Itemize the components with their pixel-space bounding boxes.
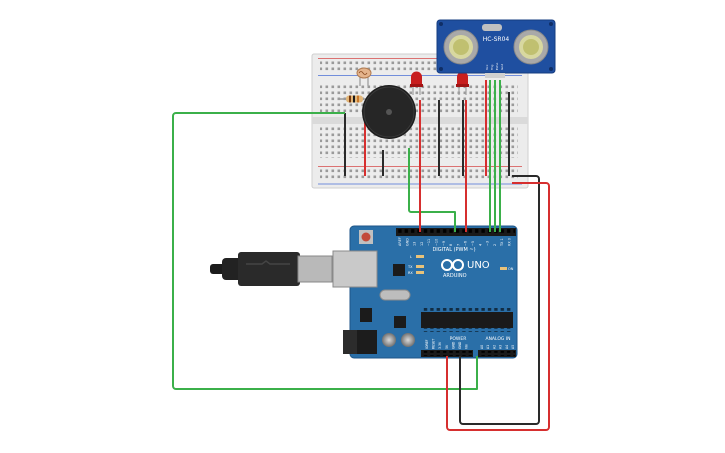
digital-pin-label: GND [405, 238, 409, 246]
on-led-label: ON [508, 267, 514, 271]
arduino-logo: ARDUINO UNO [441, 259, 490, 279]
sensor-pin-label: Vcc [485, 64, 489, 70]
analog-pin-label: A5 [511, 345, 515, 349]
red-led-2 [456, 71, 469, 95]
power-pin-label: RESET [432, 339, 436, 349]
digital-pin-label: 8 [449, 244, 453, 246]
digital-pin-label: 7 [456, 244, 460, 246]
digital-pin-label: ~5 [471, 241, 475, 246]
digital-header-label: DIGITAL (PWM ~) [432, 247, 475, 253]
digital-pin-label: 2 [493, 244, 497, 246]
digital-pin-label: 4 [478, 244, 482, 246]
sensor-model-label: HC-SR04 [483, 36, 510, 43]
analog-pin-label: A2 [492, 345, 496, 349]
digital-pin-label: 13 [413, 242, 417, 246]
digital-pin-label: ~10 [435, 239, 439, 246]
digital-pin-label: AREF [398, 237, 402, 246]
digital-pin-label: RX 0 [508, 238, 512, 246]
sensor-pin-label: Trig [490, 65, 494, 71]
sensor-pin-label: Gnd [500, 64, 504, 70]
power-pin-label: 3.3V [438, 341, 442, 349]
digital-pin-label: ~9 [442, 241, 446, 246]
sensor-pin-label: Echo [495, 63, 499, 70]
arduino-brand-label: ARDUINO [443, 273, 467, 279]
piezo-buzzer [362, 85, 416, 139]
analog-pin-label: A4 [505, 345, 509, 349]
wire-gnd [459, 175, 540, 425]
wire-buzzer-to-pin9 [408, 148, 456, 232]
rx-led-label: RX [408, 271, 413, 275]
wires [172, 80, 550, 431]
tx-led-label: TX [407, 265, 413, 269]
digital-pin-label: ~3 [486, 241, 490, 246]
power-pin-label: GND [451, 341, 455, 349]
analog-pin-label: A1 [486, 345, 490, 349]
power-pin-label: Vin [465, 344, 469, 349]
power-header-label: POWER [450, 336, 467, 342]
photoresistor [356, 67, 372, 86]
digital-pin-label: TX 1 [500, 238, 504, 247]
digital-pin-label: 12 [420, 242, 424, 246]
analog-header-label: ANALOG IN [485, 336, 510, 342]
wire-ldr-to-a0 [172, 112, 478, 390]
wire-5v [446, 182, 550, 431]
analog-pin-label: A3 [499, 345, 503, 349]
digital-pin-label: ~6 [464, 241, 468, 246]
power-pin-label: 5V [445, 344, 449, 349]
power-pin-label: GND [458, 341, 462, 349]
resistor [340, 95, 370, 103]
arduino-model-label: UNO [467, 260, 490, 271]
analog-pin-label: A0 [480, 345, 484, 349]
digital-pin-label: ~11 [427, 239, 431, 246]
power-pin-label: IOREF [425, 339, 429, 349]
l-led-label: L [410, 255, 412, 259]
usb-cable [210, 252, 333, 286]
red-led-1 [410, 71, 423, 95]
